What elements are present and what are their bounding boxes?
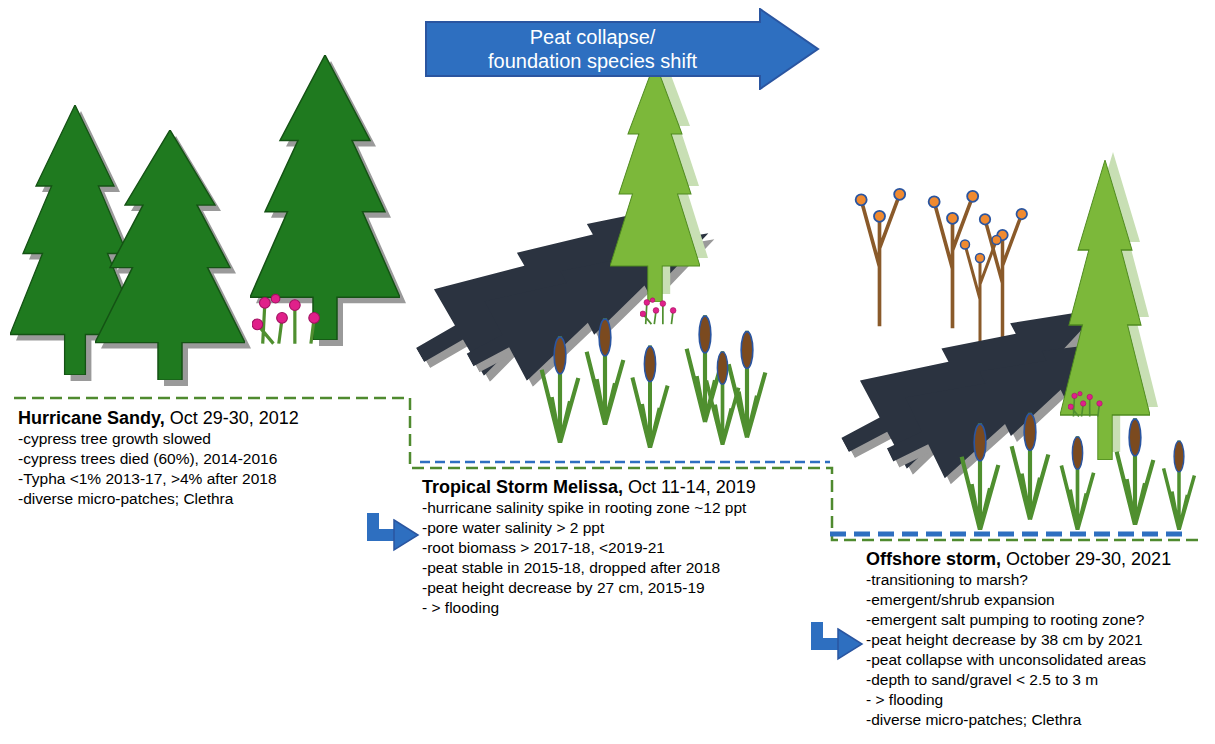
event-heading: Tropical Storm Melissa,Oct 11-14, 2019: [422, 476, 834, 498]
event-heading: Offshore storm,October 29-30, 2021: [866, 548, 1203, 570]
observation-line: -root biomass > 2017-18, <2019-21: [422, 538, 834, 558]
event-box: Hurricane Sandy,Oct 29-30, 2012-cypress …: [14, 403, 409, 513]
clethra-shrubs: [856, 189, 1027, 348]
cypress-trees: [10, 55, 406, 386]
transition-arrow: [817, 622, 862, 659]
cattails-right: [962, 413, 1195, 530]
event-box: Offshore storm,October 29-30, 2021-trans…: [862, 544, 1207, 734]
arrow-label-area: Peat collapse/ foundation species shift: [425, 22, 760, 76]
event-name: Tropical Storm Melissa,: [422, 477, 623, 497]
observation-line: -depth to sand/gravel < 2.5 to 3 m: [866, 670, 1203, 690]
observation-line: - > flooding: [866, 690, 1203, 710]
observation-line: -emergent salt pumping to rooting zone?: [866, 610, 1203, 630]
observation-line: -cypress tree growth slowed: [18, 429, 405, 449]
arrow-label: Peat collapse/ foundation species shift: [485, 25, 700, 73]
transition-arrow: [373, 513, 418, 550]
arrow-head: [838, 629, 862, 659]
arrow-outline: [426, 9, 818, 89]
event-box: Tropical Storm Melissa,Oct 11-14, 2019-h…: [418, 472, 838, 622]
observation-line: -emergent/shrub expansion: [866, 590, 1203, 610]
observation-line: -peat height decrease by 27 cm, 2015-19: [422, 578, 834, 598]
event-heading: Hurricane Sandy,Oct 29-30, 2012: [18, 407, 405, 429]
arrow-head: [394, 520, 418, 550]
period-brackets: [14, 398, 1200, 540]
live-tree-right: [1060, 152, 1158, 460]
observation-line: -Typha <1% 2013-17, >4% after 2018: [18, 469, 405, 489]
flowers: [252, 294, 320, 343]
event-date: Oct 11-14, 2019: [628, 477, 756, 497]
event-name: Hurricane Sandy,: [18, 408, 165, 428]
arrow-shaft: [373, 513, 396, 535]
observation-line: -cypress trees died (60%), 2014-2016: [18, 449, 405, 469]
block-arrow: Peat collapse/ foundation species shift: [425, 8, 820, 90]
observation-line: -pore water salinity > 2 ppt: [422, 518, 834, 538]
observation-line: -peat stable in 2015-18, dropped after 2…: [422, 558, 834, 578]
observation-line: -diverse micro-patches; Clethra: [866, 710, 1203, 730]
event-date: Oct 29-30, 2012: [170, 408, 299, 428]
observation-line: -peat collapse with unconsolidated areas: [866, 650, 1203, 670]
observation-line: -diverse micro-patches; Clethra: [18, 489, 405, 509]
observation-line: -hurricane salinity spike in rooting zon…: [422, 498, 834, 518]
observation-line: -transitioning to marsh?: [866, 570, 1203, 590]
observation-line: -peat height decrease by 38 cm by 2021: [866, 630, 1203, 650]
event-name: Offshore storm,: [866, 549, 1001, 569]
arrow-shape: [425, 8, 820, 90]
flowers: [1068, 392, 1102, 417]
arrow-shaft: [817, 622, 840, 644]
flowers: [640, 298, 676, 324]
observation-line: - > flooding: [422, 598, 834, 618]
live-tree-middle: [610, 54, 708, 302]
event-date: October 29-30, 2021: [1006, 549, 1171, 569]
cattails-middle: [542, 315, 766, 448]
